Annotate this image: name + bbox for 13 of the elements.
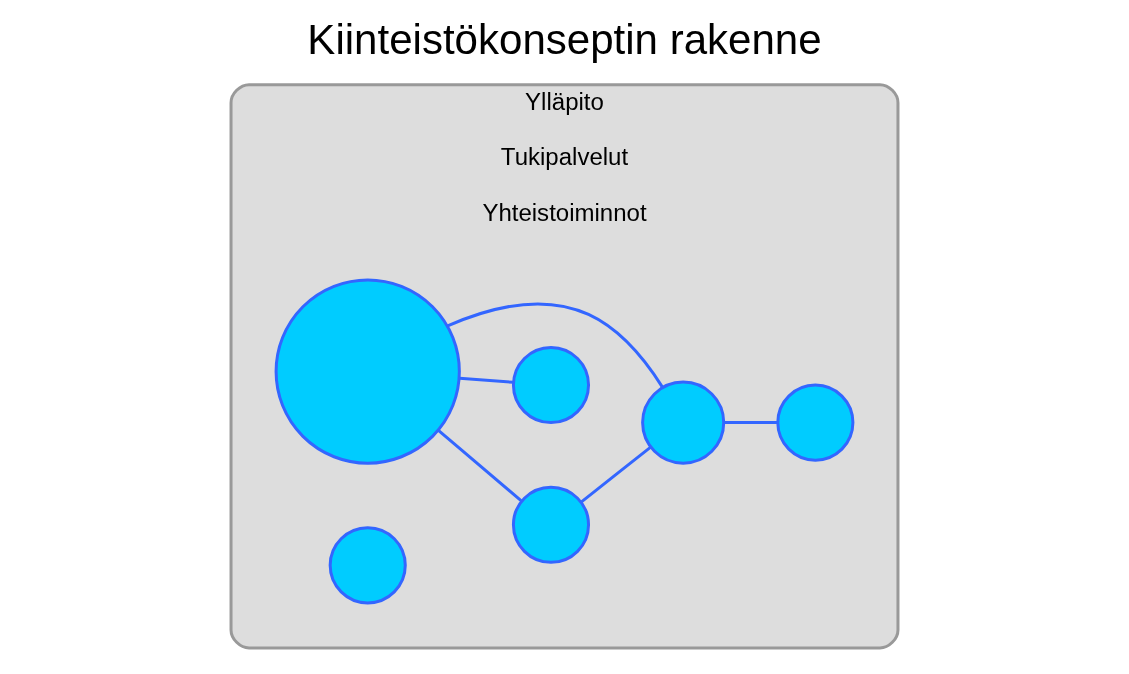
node-circle (641, 380, 726, 465)
connector (580, 446, 652, 504)
node-circle (274, 278, 461, 465)
connector (724, 421, 778, 425)
connector (447, 302, 664, 388)
connector (437, 429, 523, 503)
connector (459, 376, 514, 384)
cluster: Ylläpito Tukipalvelut Yhteistoiminnot (229, 83, 900, 650)
node-circle (328, 526, 407, 605)
node-circle (511, 346, 591, 425)
node-circle (776, 383, 855, 462)
diagram-title: Kiinteistökonseptin rakenne (307, 15, 822, 63)
node-circle (511, 485, 591, 564)
